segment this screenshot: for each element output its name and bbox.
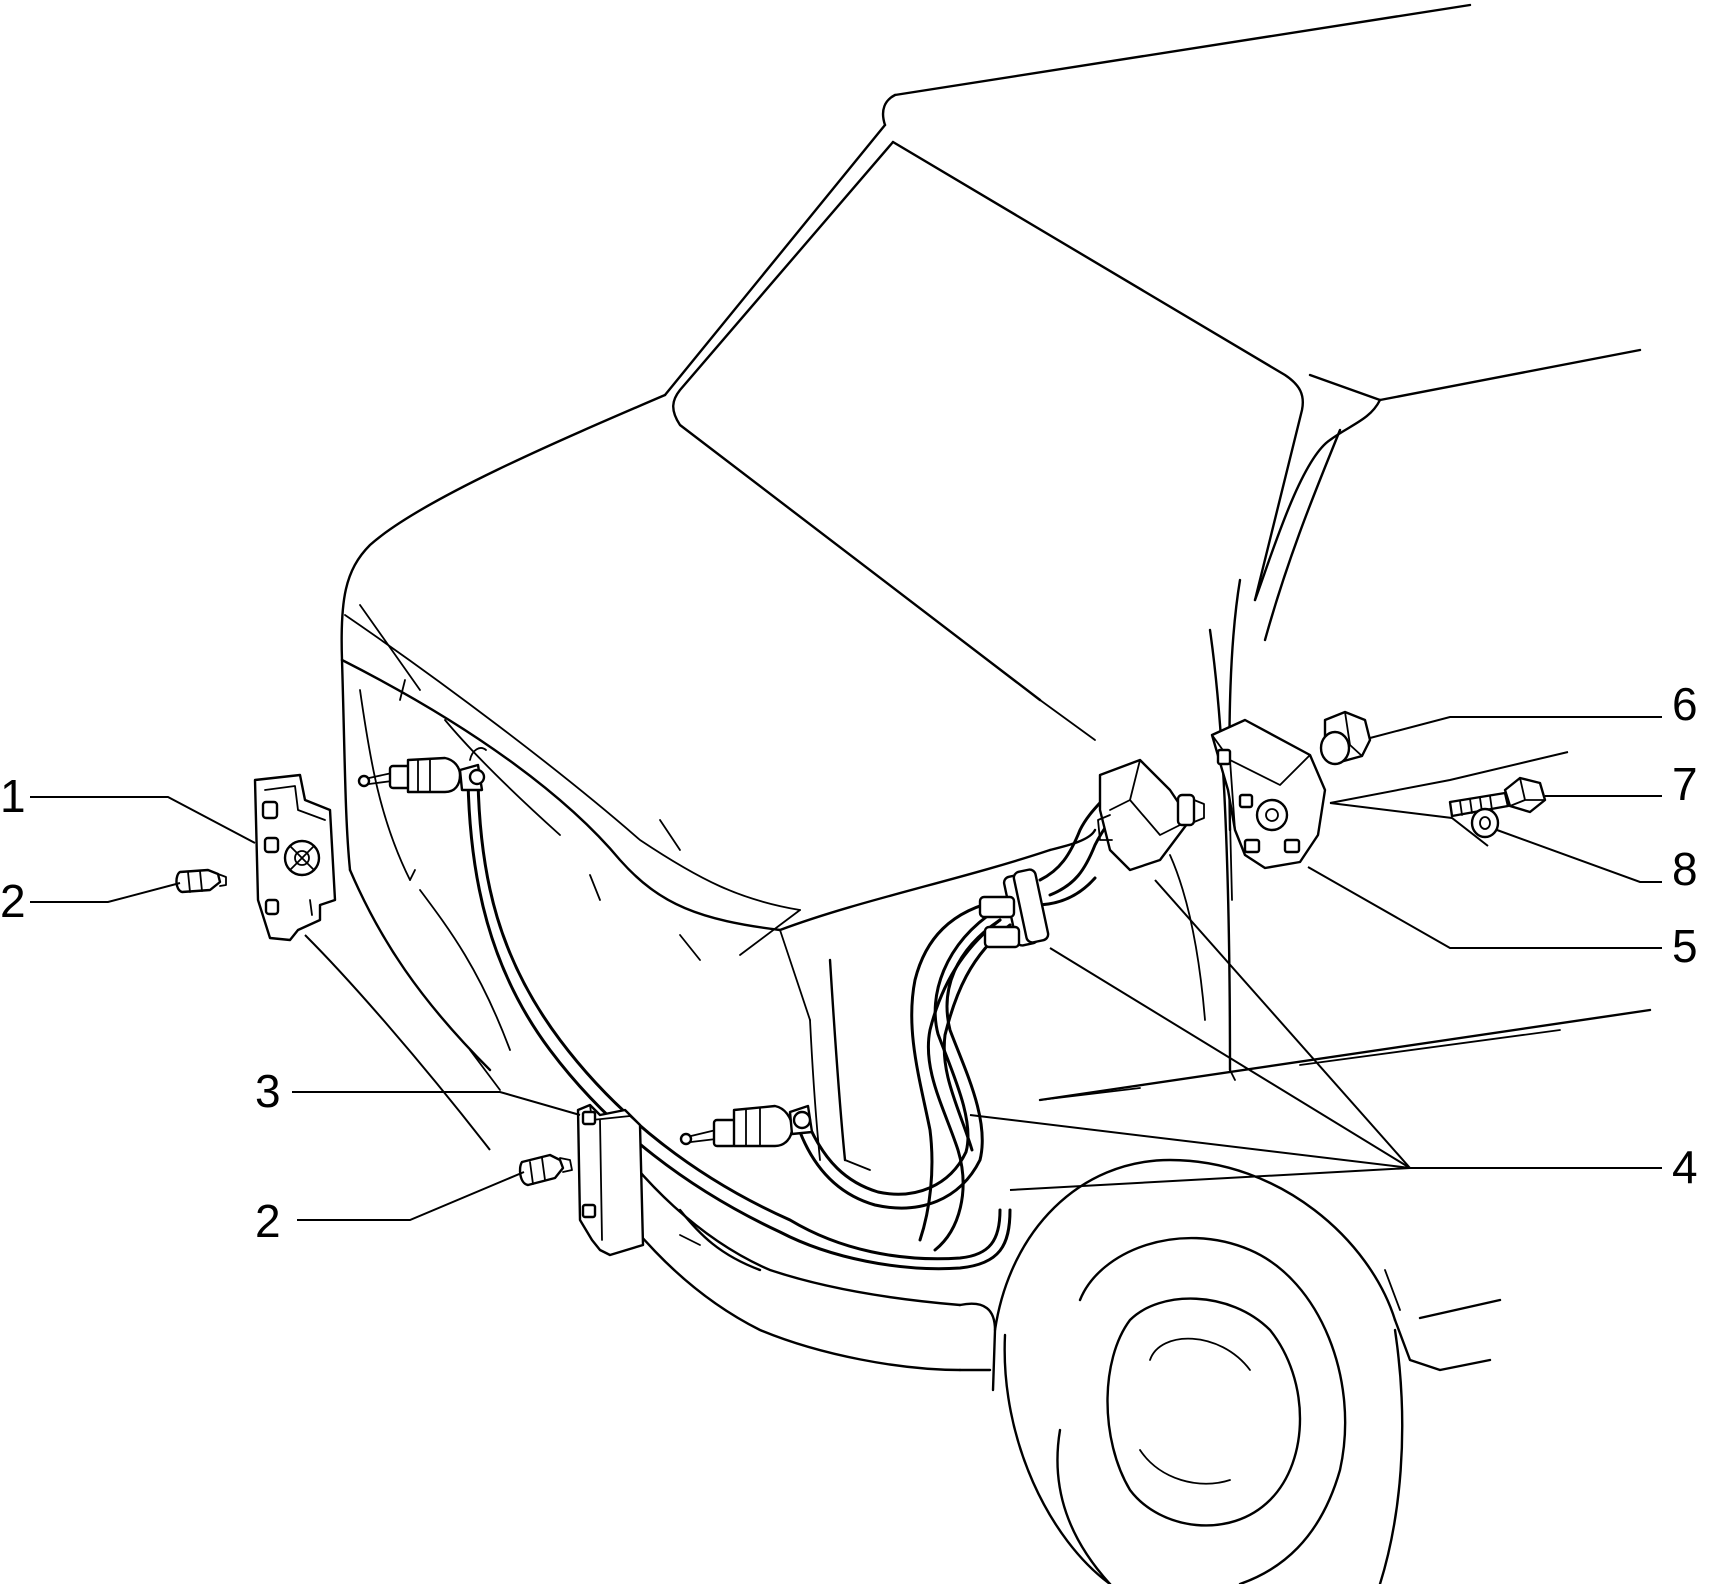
callout-2-upper: 2 [0, 875, 26, 927]
callout-6: 6 [1672, 678, 1698, 730]
callout-3: 3 [255, 1065, 281, 1117]
callout-8: 8 [1672, 843, 1698, 895]
callout-7: 7 [1672, 758, 1698, 810]
callout-labels: 1 2 3 2 6 7 8 5 4 [0, 678, 1698, 1247]
bolt-part-7 [1448, 776, 1547, 818]
callout-4: 4 [1672, 1141, 1698, 1193]
bracket-part-3 [576, 1103, 645, 1257]
bracket-part-1 [253, 773, 337, 942]
callout-1: 1 [0, 770, 26, 822]
leader-lines [30, 716, 1662, 1221]
mount-plate-part-5 [1210, 718, 1327, 870]
cap-part-6 [1319, 710, 1372, 766]
washer-ring-part-8 [1470, 807, 1500, 839]
callout-5: 5 [1672, 920, 1698, 972]
washer-pump [1097, 758, 1205, 872]
left-washer-nozzle [357, 747, 487, 794]
clip-part-2-lower [518, 1153, 573, 1187]
car-body-outline [340, 3, 1652, 1584]
hose-grommet [978, 868, 1050, 949]
callout-2-lower: 2 [255, 1195, 281, 1247]
washer-hoses [466, 778, 1127, 1271]
clip-part-2-upper [175, 868, 227, 894]
right-washer-nozzle [679, 1104, 814, 1148]
